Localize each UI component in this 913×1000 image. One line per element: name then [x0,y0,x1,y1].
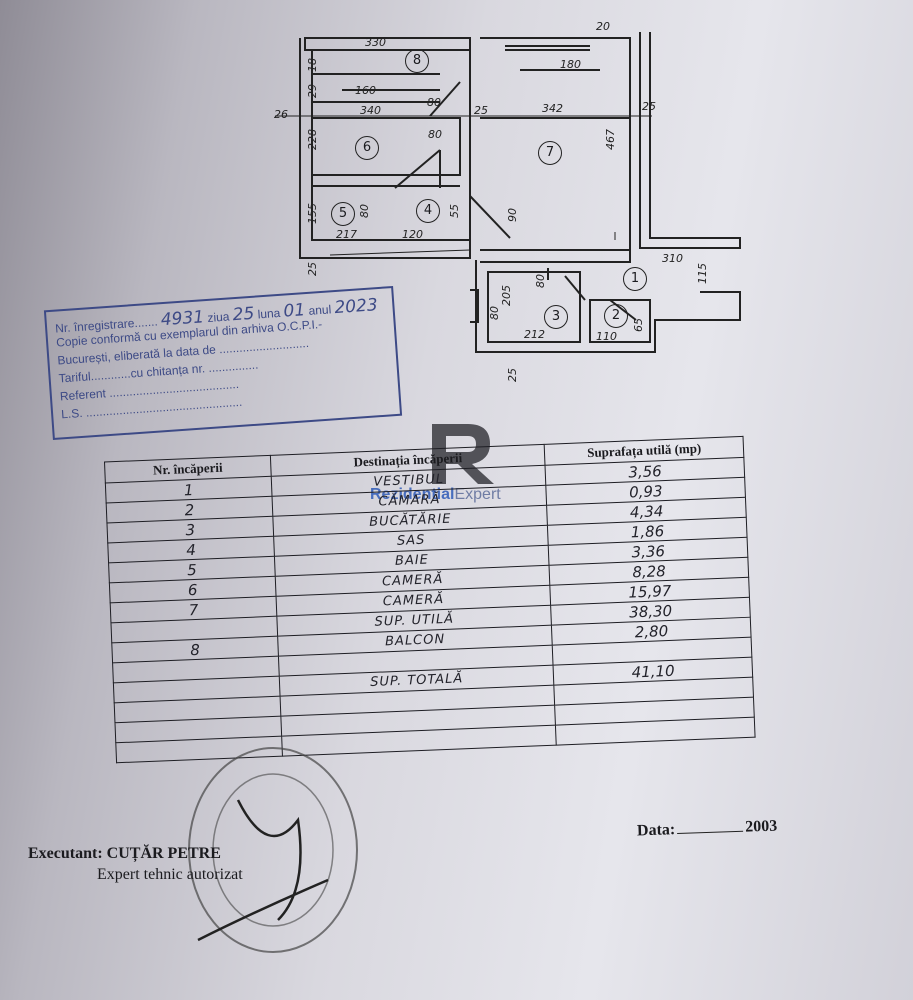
room-number-2: 2 [604,304,628,328]
plan-wall-outline-left [304,37,471,51]
plan-dim: 55 [448,204,461,218]
plan-dim: 310 [662,252,683,265]
plan-dim: 217 [336,228,357,241]
date-label: Data: [636,821,676,840]
plan-dim: 228 [306,129,319,150]
stamp-line-ls: L.S. [60,405,83,422]
stamp-line-referent: Referent [59,386,107,404]
plan-dim: 80 [428,128,442,141]
floor-plan [275,32,741,353]
room-number-1: 1 [623,267,647,291]
watermark-brand-b: Expert [454,486,501,503]
plan-dim: 180 [560,58,581,71]
stamp-line-tariff: Tariful [58,369,92,386]
room-number-6: 6 [355,136,379,160]
room-number-4: 4 [416,199,440,223]
date-year: 2003 [744,817,778,836]
room-number-7: 7 [538,141,562,165]
plan-dim: 115 [696,263,709,284]
round-seal [188,747,358,953]
room-number-3: 3 [544,305,568,329]
plan-dim: 80 [358,204,371,218]
plan-dim: 110 [596,330,617,343]
executant-line: Executant: CUȚĂR PETRE [28,845,221,863]
date-line: Data: 2003 [637,818,778,841]
watermark-brand: RezidentialExpert [370,486,501,504]
plan-dim: 120 [402,228,423,241]
ocpi-stamp: Nr. înregistrare....... 4931 ziua 25 lun… [43,285,403,441]
watermark-brand-a: Rezidential [370,486,455,503]
plan-dim: 212 [524,328,545,341]
stamp-year-label: anul [308,302,332,318]
plan-dim: 330 [365,36,386,49]
executant-label: Executant: [28,845,103,862]
signature-stroke [197,799,329,942]
plan-dim: 155 [306,203,319,224]
watermark-logo-icon [432,424,494,484]
plan-dim: 29 [306,84,319,98]
plan-dim: 18 [306,58,319,72]
plan-dim: 25 [642,100,656,113]
plan-dim: 25 [306,262,319,276]
room-number-8: 8 [405,49,429,73]
plan-dim: 90 [506,208,519,222]
plan-dim: 467 [604,129,617,150]
plan-dim: 80 [488,306,501,320]
plan-dim: 25 [506,368,519,382]
rooms-table: Nr. încăperii Destinația încăperii Supra… [104,436,756,763]
plan-dim: 342 [542,102,563,115]
executant-name: CUȚĂR PETRE [106,845,221,862]
plan-dim: 80 [534,274,547,288]
plan-dim: 340 [360,104,381,117]
plan-dim: 205 [500,285,513,306]
plan-dim: 26 [274,108,288,121]
plan-dim: 20 [596,20,610,33]
room-number-5: 5 [331,202,355,226]
plan-dim: 160 [355,84,376,97]
plan-dim: 25 [474,104,488,117]
expert-title: Expert tehnic autorizat [97,866,243,883]
plan-dim: 80 [427,96,441,109]
plan-dim: 65 [632,318,645,332]
